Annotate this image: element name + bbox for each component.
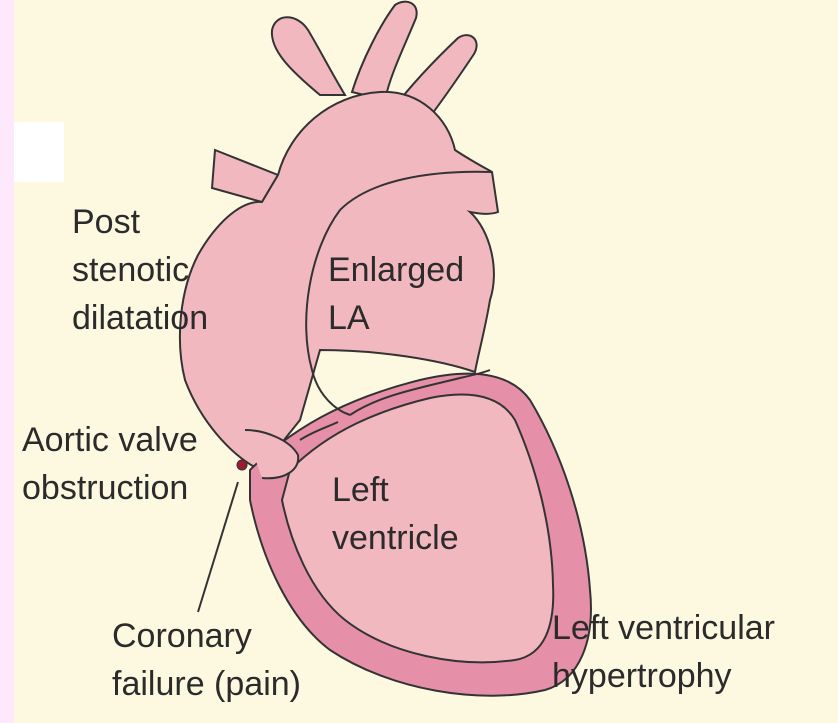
coronary-label: Coronary failure (pain): [112, 612, 301, 708]
lvh-label: Left ventricular hypertrophy: [552, 604, 775, 700]
valve-lesion-dot: [237, 460, 247, 470]
enlarged-la-label: Enlarged LA: [328, 246, 464, 342]
brachiocephalic-artery: [272, 17, 345, 95]
left-carotid-artery: [352, 2, 417, 100]
left-ventricle-label: Left ventricle: [332, 466, 459, 562]
post-stenotic-label: Post stenotic dilatation: [72, 198, 208, 342]
coronary-pointer-line: [198, 482, 238, 612]
aortic-valve-label: Aortic valve obstruction: [22, 416, 198, 512]
